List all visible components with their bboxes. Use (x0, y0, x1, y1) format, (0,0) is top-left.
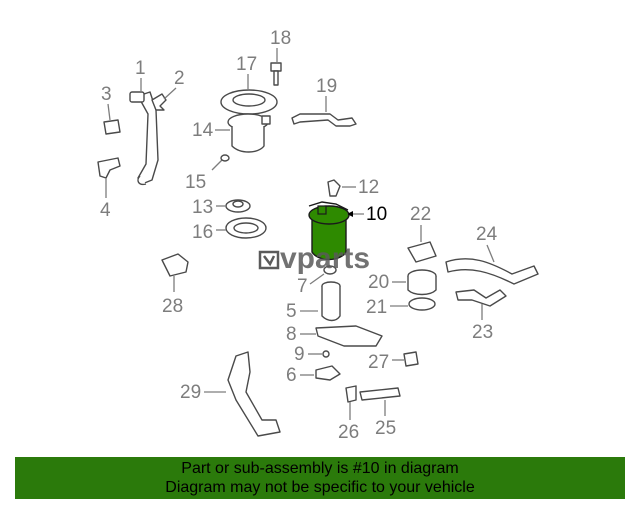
callout-22: 22 (410, 204, 431, 225)
part-6-clamp (315, 365, 341, 381)
callout-3: 3 (101, 84, 112, 105)
part-28-bracket (161, 253, 189, 277)
callout-16: 16 (192, 222, 213, 243)
part-9-washer (322, 350, 330, 358)
part-12-valve (327, 179, 341, 197)
vparts-watermark: vparts (258, 242, 370, 275)
part-22-cap (407, 241, 437, 263)
callout-9: 9 (294, 344, 305, 365)
info-banner: Part or sub-assembly is #10 in diagram D… (15, 457, 625, 499)
callout-10: 10 (366, 204, 387, 225)
part-26-clip (345, 385, 357, 403)
callout-19: 19 (316, 76, 337, 97)
callout-27: 27 (368, 352, 389, 373)
callout-25: 25 (375, 418, 396, 439)
callout-13: 13 (192, 197, 213, 218)
callout-12: 12 (358, 177, 379, 198)
part-23-hose (455, 289, 507, 307)
parts-diagram: 1 2 3 4 18 17 14 19 (97, 28, 539, 443)
callout-28: 28 (162, 296, 183, 317)
part-10-fuel-pump-module (308, 201, 350, 261)
part-20-filter (407, 269, 437, 296)
part-18-bolt (270, 62, 282, 86)
part-2-clamp (151, 93, 167, 111)
part-5-fuel-pump (321, 281, 341, 322)
callout-1: 1 (135, 58, 146, 79)
callout-14: 14 (192, 120, 214, 141)
part-16-gasket (225, 217, 267, 239)
part-21-seal (408, 297, 436, 311)
callout-24: 24 (476, 224, 498, 245)
callout-2: 2 (174, 68, 185, 89)
watermark-text: vparts (280, 242, 370, 275)
part-8-strainer (315, 325, 383, 347)
part-27-clip (403, 351, 419, 367)
banner-line-2: Diagram may not be specific to your vehi… (165, 479, 475, 496)
part-15-wire (211, 154, 230, 171)
part-29-tube (227, 351, 281, 437)
callout-20: 20 (368, 272, 389, 293)
callout-26: 26 (338, 422, 359, 443)
callout-7: 7 (297, 276, 308, 297)
callout-29: 29 (180, 382, 201, 403)
callout-4: 4 (100, 200, 111, 221)
callout-8: 8 (286, 324, 297, 345)
part-25-hose (359, 387, 401, 401)
vparts-logo-mark-icon (258, 250, 280, 270)
callout-15: 15 (185, 172, 206, 193)
callout-6: 6 (286, 365, 297, 386)
part-3-bracket (103, 119, 121, 135)
part-4-clip (97, 157, 121, 179)
part-7-clamp (323, 265, 337, 275)
callout-17: 17 (236, 54, 257, 75)
part-13-seal (225, 199, 251, 213)
part-14-sender-unit (227, 113, 271, 153)
callout-21: 21 (366, 297, 387, 318)
part-24-hose (445, 258, 539, 285)
part-19-hose (291, 113, 357, 127)
callout-23: 23 (472, 322, 493, 343)
banner-line-1: Part or sub-assembly is #10 in diagram (181, 460, 459, 477)
callout-18: 18 (270, 28, 291, 49)
part-17-lock-ring (220, 89, 278, 115)
callout-5: 5 (286, 301, 297, 322)
